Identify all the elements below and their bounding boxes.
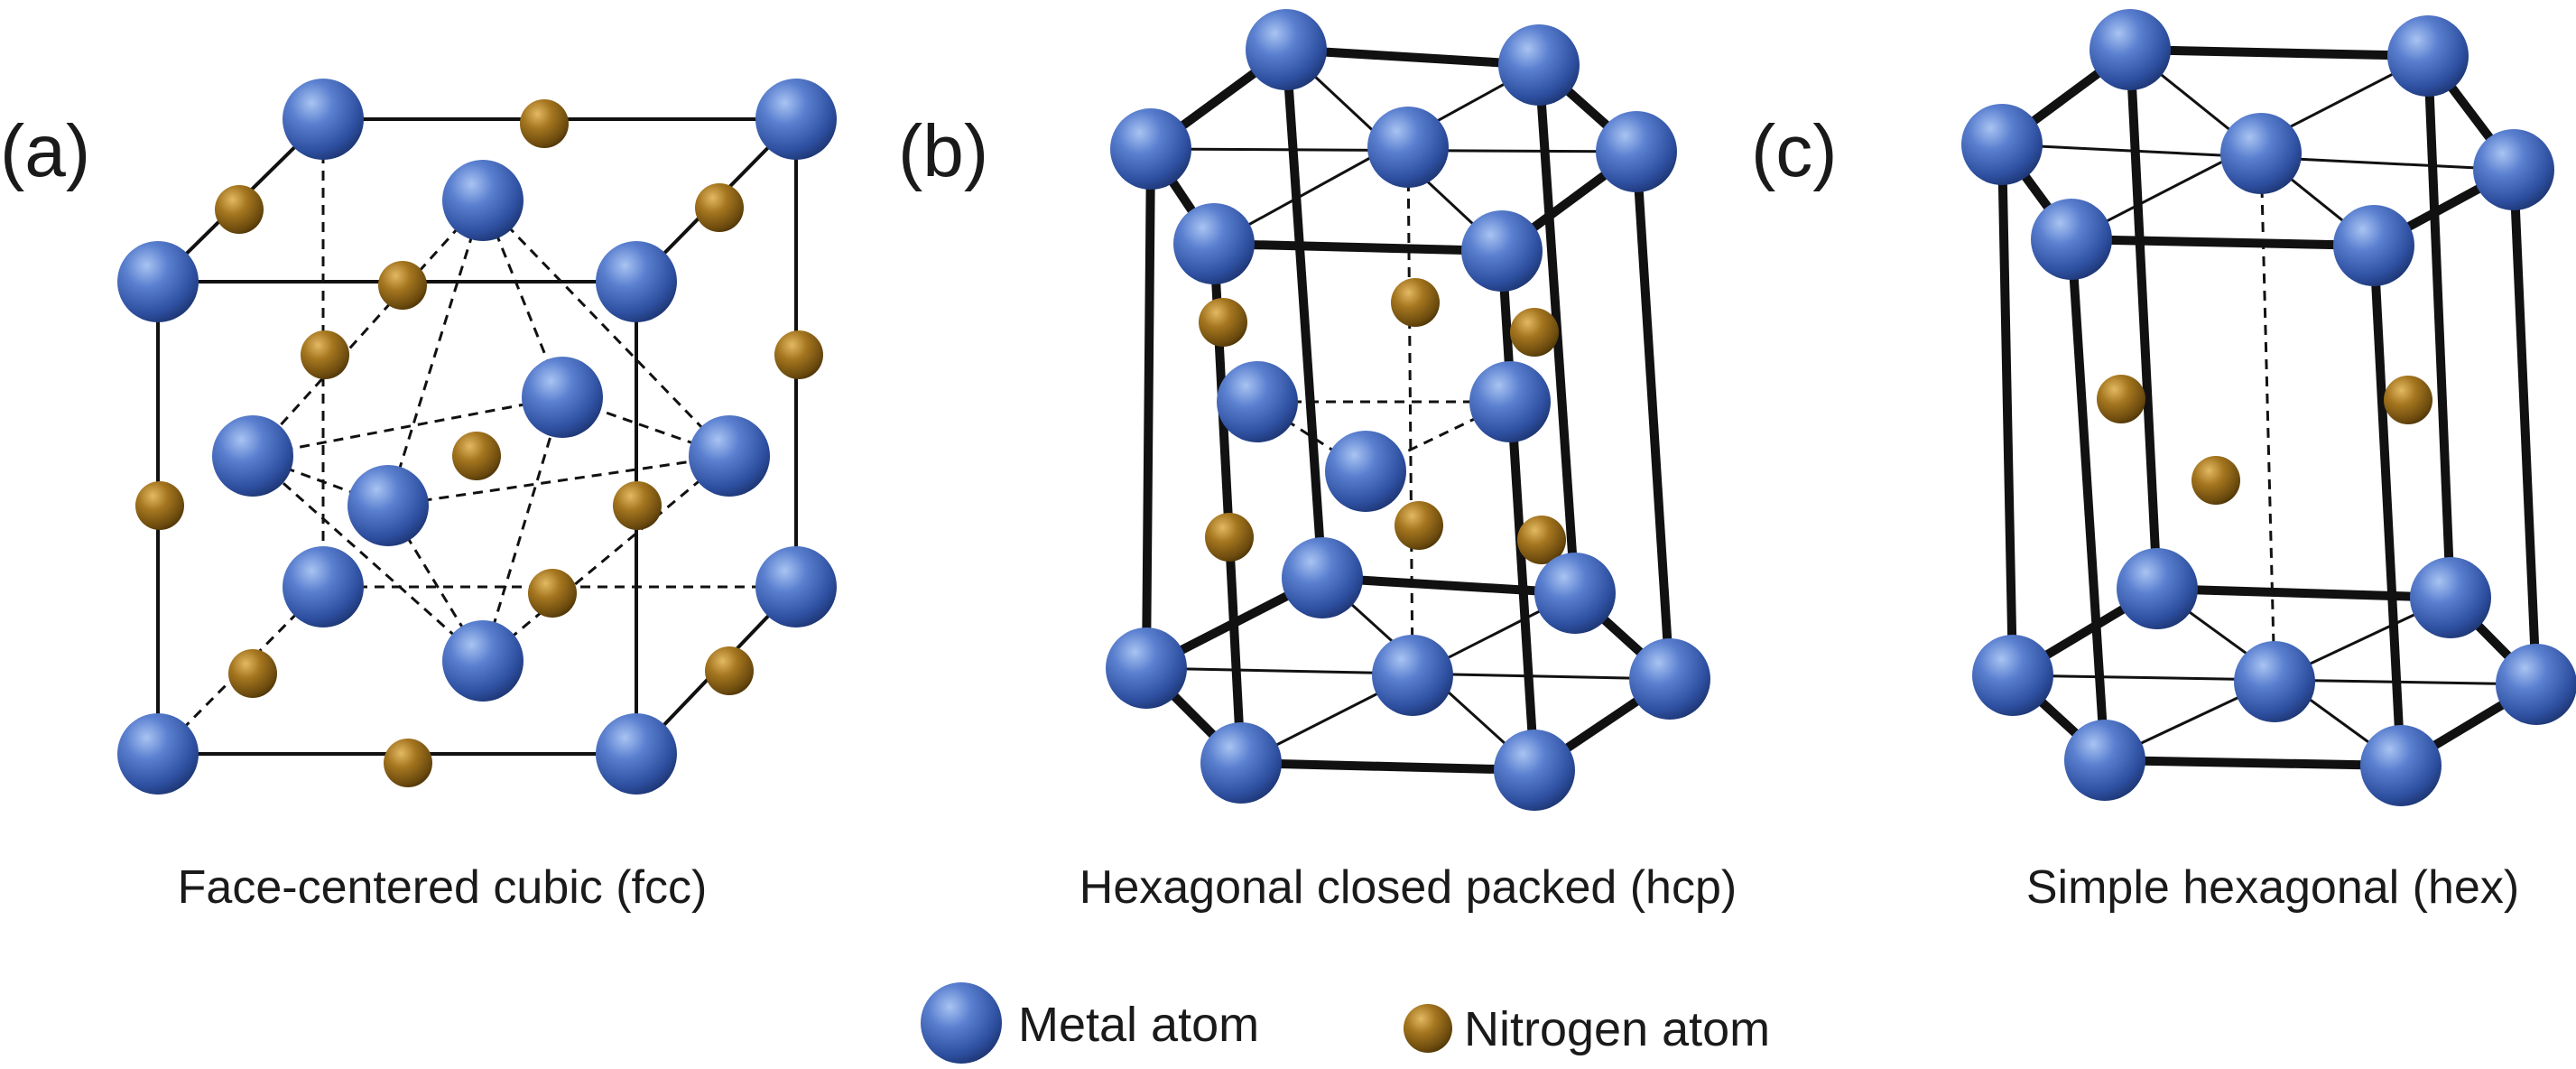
hcp-structure bbox=[1106, 9, 1710, 811]
panel-label-c: (c) bbox=[1751, 110, 1838, 192]
caption-fcc: Face-centered cubic (fcc) bbox=[178, 861, 708, 914]
hcp-metal-atoms bbox=[1106, 9, 1710, 811]
hex-nitrogen-atoms bbox=[2097, 375, 2432, 505]
fcc-metal-atoms bbox=[117, 79, 837, 795]
panel-label-a: (a) bbox=[0, 110, 90, 192]
fcc-nitrogen-atoms bbox=[135, 99, 823, 787]
hcp-nitrogen-atoms bbox=[1199, 278, 1566, 564]
panel-label-b: (b) bbox=[898, 110, 988, 192]
legend-nitrogen-swatch bbox=[1404, 1004, 1452, 1053]
legend: Metal atom Nitrogen atom bbox=[921, 982, 1770, 1064]
legend-nitrogen-label: Nitrogen atom bbox=[1464, 1002, 1770, 1056]
caption-hcp: Hexagonal closed packed (hcp) bbox=[1080, 861, 1737, 914]
hex-structure bbox=[1961, 9, 2576, 806]
caption-hex: Simple hexagonal (hex) bbox=[2026, 861, 2519, 914]
hex-metal-atoms bbox=[1961, 9, 2576, 806]
legend-metal-label: Metal atom bbox=[1018, 998, 1259, 1052]
fcc-structure bbox=[117, 79, 837, 795]
legend-metal-swatch bbox=[921, 982, 1002, 1064]
